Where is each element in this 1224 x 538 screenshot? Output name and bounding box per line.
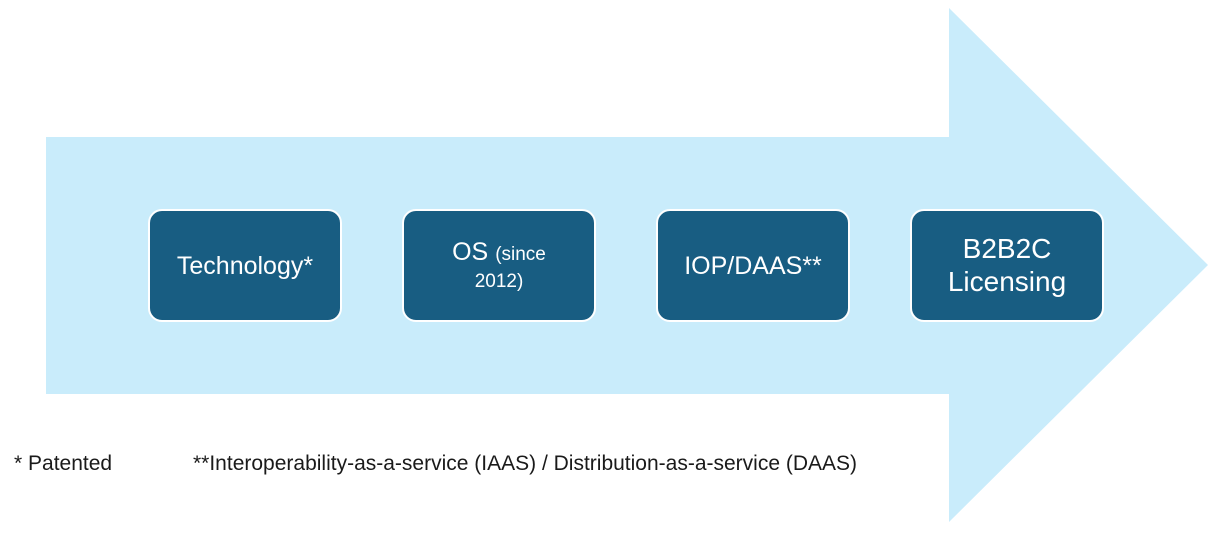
footnote-services: **Interoperability-as-a-service (IAAS) /… <box>193 452 858 475</box>
arrow-shape <box>46 8 1208 522</box>
stage-os-since: (since <box>495 244 546 266</box>
stage-os-year: 2012) <box>474 271 524 293</box>
stage-b2b2c-box: B2B2C Licensing <box>910 209 1104 322</box>
stage-b2b2c-line2: Licensing <box>947 265 1067 297</box>
stage-iop-daas-box: IOP/DAAS** <box>656 209 850 322</box>
stage-os-label: OS <box>452 238 489 267</box>
stage-technology-box: Technology* <box>148 209 342 322</box>
footnote-patented: * Patented <box>14 452 113 475</box>
stage-technology-label: Technology* <box>176 251 314 280</box>
stage-os-box: OS (since 2012) <box>402 209 596 322</box>
stage-iop-daas-label: IOP/DAAS** <box>684 251 822 280</box>
stage-os-line1: OS (since <box>452 237 546 267</box>
stage-b2b2c-line1: B2B2C <box>962 233 1052 265</box>
